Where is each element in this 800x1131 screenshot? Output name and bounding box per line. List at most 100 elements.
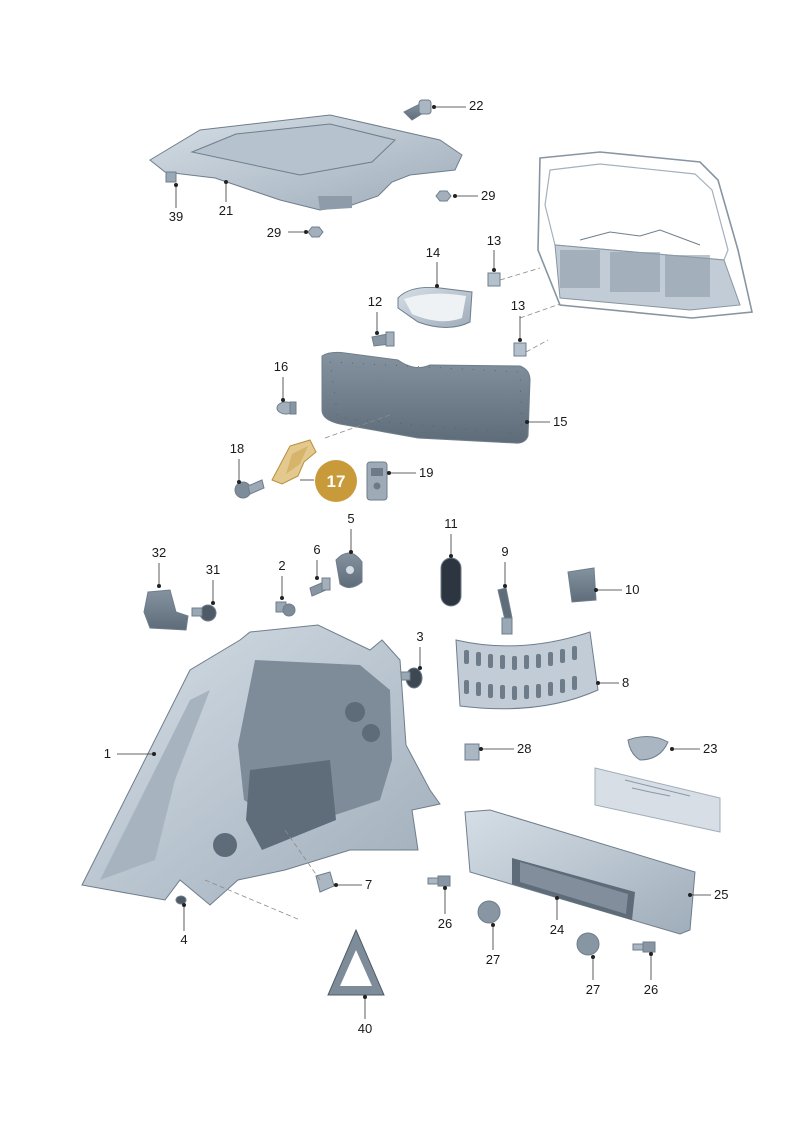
callout-18[interactable]: 18 [230, 441, 244, 484]
tailgate-frame [537, 151, 753, 319]
callout-40[interactable]: 40 [358, 995, 372, 1036]
callout-27a[interactable]: 27 [486, 923, 500, 967]
callout-number: 19 [419, 465, 433, 480]
cover-part-11 [440, 557, 462, 607]
callout-number: 6 [313, 542, 320, 557]
speaker-cover-part-14 [397, 287, 473, 328]
callout-19[interactable]: 19 [387, 465, 433, 480]
stud-part-22 [403, 99, 432, 121]
callout-12[interactable]: 12 [368, 294, 382, 335]
clip-part-39 [165, 171, 177, 183]
clip-part-28 [464, 743, 480, 761]
handle-part-17 [271, 439, 317, 485]
callout-number: 1 [104, 746, 111, 761]
callout-5[interactable]: 5 [347, 511, 355, 554]
callout-24[interactable]: 24 [550, 896, 564, 937]
callout-6[interactable]: 6 [313, 542, 321, 580]
callout-8[interactable]: 8 [596, 675, 629, 690]
callout-leader-dot [503, 584, 507, 588]
callout-number: 27 [486, 952, 500, 967]
callout-29b[interactable]: 29 [267, 225, 308, 240]
clip-part-31 [191, 604, 217, 622]
guide-lines [204, 267, 561, 921]
callout-number: 5 [347, 511, 354, 526]
screw-part-12 [371, 331, 395, 347]
callout-2[interactable]: 2 [278, 558, 286, 600]
callout-leader-dot [349, 550, 353, 554]
callout-15[interactable]: 15 [525, 414, 567, 429]
callout-number: 29 [267, 225, 281, 240]
callout-27b[interactable]: 27 [586, 955, 600, 997]
callout-leader-dot [479, 747, 483, 751]
callout-number: 9 [501, 544, 508, 559]
callout-26a[interactable]: 26 [438, 886, 452, 931]
callout-number: 29 [481, 188, 495, 203]
callout-leader-dot [334, 883, 338, 887]
callout-31[interactable]: 31 [206, 562, 220, 605]
clip-part-26-left [427, 875, 451, 887]
nut-part-29-upper [435, 190, 452, 202]
callout-number: 8 [622, 675, 629, 690]
callout-number: 40 [358, 1021, 372, 1036]
callout-leader-dot [174, 183, 178, 187]
clip-part-13-upper [487, 272, 501, 287]
callout-leader-dot [315, 576, 319, 580]
highlight-badge[interactable] [315, 460, 357, 502]
callout-3[interactable]: 3 [416, 629, 424, 670]
callout-number: 28 [517, 741, 531, 756]
callout-leader-dot [525, 420, 529, 424]
callout-leader-dot [182, 903, 186, 907]
callout-10[interactable]: 10 [594, 582, 639, 597]
cover-part-23 [627, 736, 669, 761]
plug-part-27-right [576, 932, 600, 956]
callout-9[interactable]: 9 [501, 544, 509, 588]
callout-number: 13 [511, 298, 525, 313]
callout-13b[interactable]: 13 [511, 298, 525, 342]
callout-11[interactable]: 11 [444, 516, 458, 558]
side-trim-part-1 [81, 624, 441, 906]
callout-25[interactable]: 25 [688, 887, 728, 902]
callout-number: 18 [230, 441, 244, 456]
callout-number: 27 [586, 982, 600, 997]
callout-13a[interactable]: 13 [487, 233, 501, 272]
callout-number: 39 [169, 209, 183, 224]
callout-leader-dot [375, 331, 379, 335]
callout-number: 7 [365, 877, 372, 892]
callout-1[interactable]: 1 [104, 746, 156, 761]
callout-leader-dot [492, 268, 496, 272]
callout-leader-dot [594, 588, 598, 592]
callout-21[interactable]: 21 [219, 180, 233, 218]
callout-leader-dot [491, 923, 495, 927]
highlight-callout-17[interactable]: 17 [300, 460, 357, 502]
bracket-part-32 [143, 589, 189, 631]
callout-leader-dot [280, 596, 284, 600]
parcel-shelf-part-21 [149, 114, 463, 211]
callout-leader-dot [596, 681, 600, 685]
callout-4[interactable]: 4 [180, 903, 188, 947]
clip-part-3 [397, 667, 423, 689]
callout-number: 14 [426, 245, 440, 260]
callout-leader-dot [418, 666, 422, 670]
callout-32[interactable]: 32 [152, 545, 166, 588]
callout-14[interactable]: 14 [426, 245, 440, 288]
callout-number: 12 [368, 294, 382, 309]
callout-28[interactable]: 28 [479, 741, 531, 756]
callout-number: 13 [487, 233, 501, 248]
callout-22[interactable]: 22 [432, 98, 483, 113]
callout-leader-dot [157, 584, 161, 588]
plug-part-4 [175, 895, 187, 905]
rear-trim-panel-part-25 [464, 809, 696, 935]
callout-7[interactable]: 7 [334, 877, 372, 892]
callout-16[interactable]: 16 [274, 359, 288, 402]
callout-leader-dot [688, 893, 692, 897]
callout-23[interactable]: 23 [670, 741, 717, 756]
screw-part-2 [275, 601, 296, 617]
callout-number: 21 [219, 203, 233, 218]
callout-26b[interactable]: 26 [644, 952, 658, 997]
callout-39[interactable]: 39 [169, 183, 183, 224]
clip-part-13-lower [513, 342, 527, 357]
callout-leader-dot [432, 105, 436, 109]
callout-29a[interactable]: 29 [453, 188, 495, 203]
